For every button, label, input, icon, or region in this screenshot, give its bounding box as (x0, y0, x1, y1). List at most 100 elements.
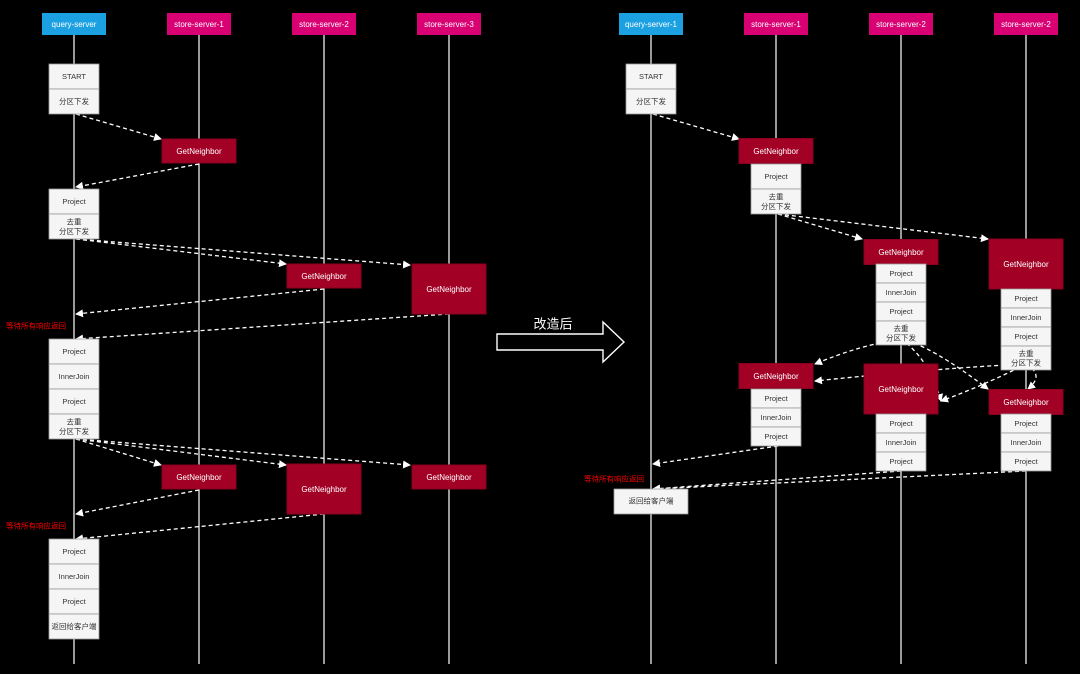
lifeline-header-store-server-2b (994, 13, 1058, 35)
message-arrow (75, 513, 325, 543)
getneighbor-label: GetNeighbor (753, 147, 799, 156)
message-arrow (75, 238, 287, 268)
operator-box (875, 320, 927, 346)
operator-box (750, 188, 802, 215)
operator-label: Project (889, 457, 913, 466)
getneighbor-box (161, 464, 237, 490)
operator-box (48, 563, 100, 590)
getneighbor-box (738, 363, 814, 389)
getneighbor-label: GetNeighbor (301, 485, 347, 494)
operator-label: Project (1014, 332, 1038, 341)
message-arrow (652, 470, 1027, 493)
operator-label: InnerJoin (1011, 313, 1042, 322)
operator-box (48, 338, 100, 365)
lifeline-header-store-server-1 (167, 13, 231, 35)
operator-box (1000, 451, 1052, 472)
lifeline-header-store-server-1 (744, 13, 808, 35)
getneighbor-label: GetNeighbor (878, 248, 924, 257)
operator-label: Project (889, 419, 913, 428)
operator-label: Project (764, 432, 788, 441)
getneighbor-box (738, 138, 814, 164)
getneighbor-label: GetNeighbor (426, 285, 472, 294)
message-arrow (652, 113, 740, 141)
getneighbor-box (286, 263, 362, 289)
operator-label: Project (764, 394, 788, 403)
getneighbor-box (286, 463, 362, 515)
lifeline-header-store-server-3-label: store-server-3 (424, 20, 474, 29)
getneighbor-box (988, 389, 1064, 415)
lifeline-header-store-server-1-label: store-server-1 (751, 20, 801, 29)
wait-all-responses-label: 等待所有响应返回 (584, 474, 644, 484)
getneighbor-label: GetNeighbor (301, 272, 347, 281)
getneighbor-box (411, 263, 487, 315)
lifeline-header-store-server-2b-label: store-server-2 (1001, 20, 1051, 29)
operator-label: 去重分区下发 (761, 191, 791, 211)
operator-label: 去重分区下发 (1011, 348, 1041, 368)
transition-arrow-icon (496, 320, 626, 364)
getneighbor-label: GetNeighbor (878, 385, 924, 394)
operator-box (48, 88, 100, 115)
operator-label: Project (62, 597, 86, 606)
operator-box (48, 413, 100, 440)
operator-box (48, 613, 100, 640)
operator-label: Project (1014, 294, 1038, 303)
operator-label: Project (62, 197, 86, 206)
message-arrow (777, 213, 863, 241)
getneighbor-label: GetNeighbor (1003, 398, 1049, 407)
operator-box (750, 163, 802, 190)
message-arrow (75, 438, 162, 467)
operator-label: InnerJoin (59, 572, 90, 581)
message-arrow (75, 313, 450, 343)
operator-label: Project (62, 347, 86, 356)
getneighbor-label: GetNeighbor (1003, 260, 1049, 269)
operator-box (48, 588, 100, 615)
operator-label: InnerJoin (886, 438, 917, 447)
operator-label: Project (764, 172, 788, 181)
message-arrow (75, 489, 200, 517)
getneighbor-label: GetNeighbor (176, 473, 222, 482)
operator-label: Project (62, 547, 86, 556)
wait-all-responses-label: 等待所有响应返回 (6, 521, 66, 531)
operator-box (625, 88, 677, 115)
operator-label: InnerJoin (1011, 438, 1042, 447)
lifeline-header-store-server-3 (417, 13, 481, 35)
operator-label: Project (889, 269, 913, 278)
message-arrow (75, 438, 411, 469)
message-arrow (900, 338, 989, 390)
operator-label: Project (1014, 419, 1038, 428)
operator-box (48, 213, 100, 240)
lifeline-header-store-server-2-label: store-server-2 (876, 20, 926, 29)
operator-label: 去重分区下发 (59, 416, 89, 436)
getneighbor-label: GetNeighbor (176, 147, 222, 156)
return-to-client-box (613, 488, 689, 515)
operator-box (875, 451, 927, 472)
lifeline-header-store-server-2-label: store-server-2 (299, 20, 349, 29)
operator-label: Project (889, 307, 913, 316)
lifeline-header-query-server-1-label: query-server-1 (625, 20, 678, 29)
operator-box (750, 426, 802, 447)
operator-label: Project (62, 397, 86, 406)
message-arrow (652, 445, 779, 467)
operator-label: InnerJoin (761, 413, 792, 422)
operator-label: START (62, 72, 86, 81)
wait-all-responses-label: 等待所有响应返回 (6, 321, 66, 331)
message-arrow (75, 238, 411, 269)
transition-label: 改造后 (533, 317, 572, 332)
return-to-client-label: 返回给客户端 (629, 496, 674, 506)
operator-label: 分区下发 (636, 96, 666, 106)
operator-box (48, 388, 100, 415)
message-arrow (652, 470, 902, 493)
operator-label: 去重分区下发 (886, 323, 916, 343)
getneighbor-label: GetNeighbor (426, 473, 472, 482)
operator-box (48, 188, 100, 215)
lifeline-header-query-server-1 (619, 13, 683, 35)
operator-label: 去重分区下发 (59, 216, 89, 236)
getneighbor-box (411, 464, 487, 490)
lifeline-header-query-server (42, 13, 106, 35)
operator-label: 返回给客户端 (52, 621, 97, 631)
operator-label: START (639, 72, 663, 81)
lifeline-header-query-server-label: query-server (52, 20, 97, 29)
operator-box (1000, 345, 1052, 371)
message-arrow (777, 213, 989, 243)
